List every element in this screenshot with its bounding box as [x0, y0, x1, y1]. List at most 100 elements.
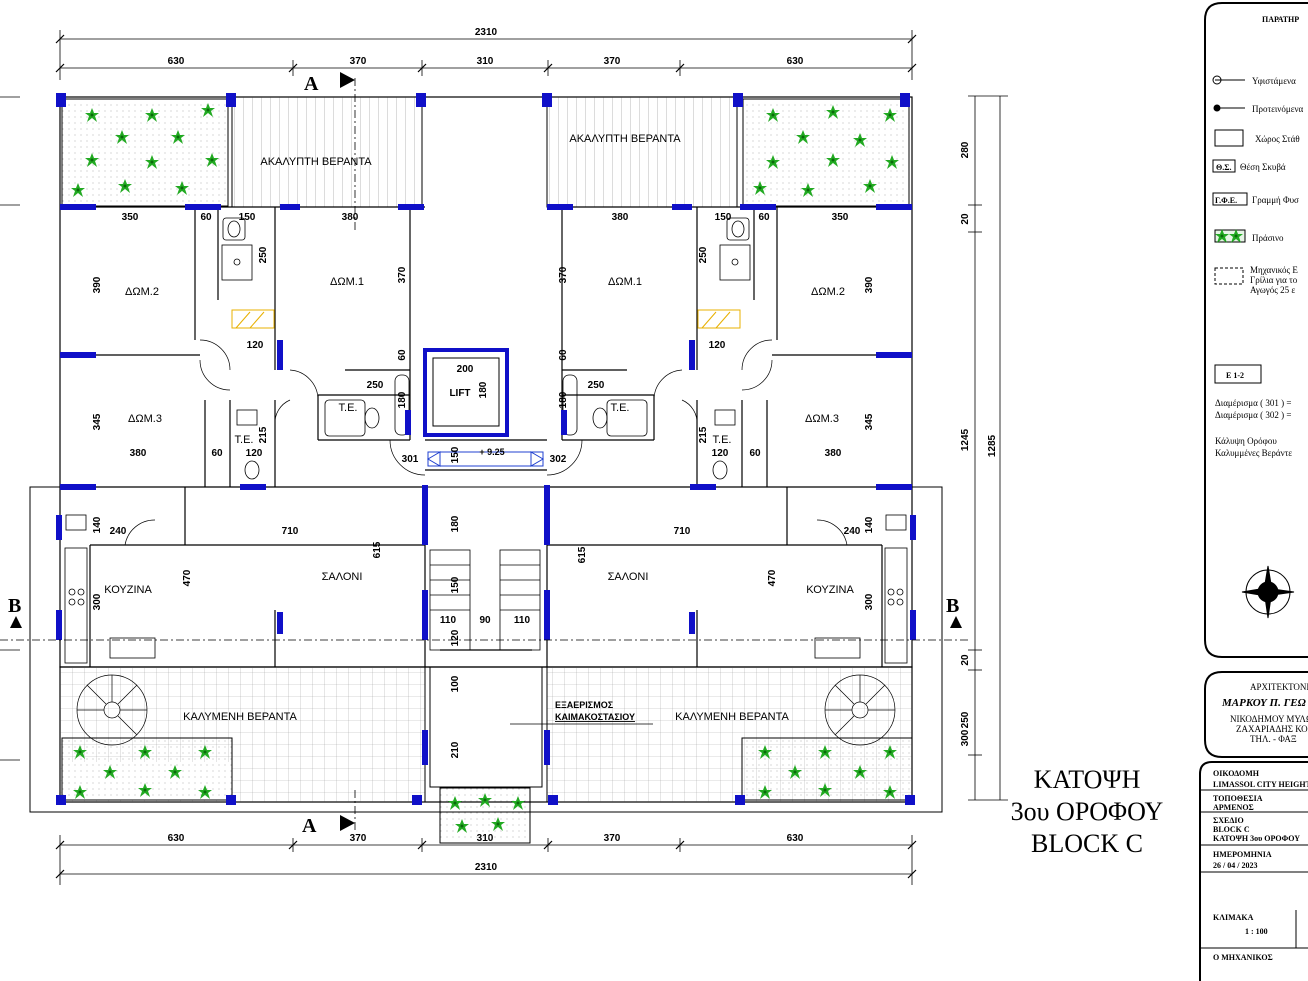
dim-right-6: 300 [960, 729, 971, 746]
room-te1-right: Τ.Ε. [611, 402, 630, 414]
dim-interior-d150a: 150 [239, 212, 256, 223]
interior-dims-vertical: 390 250 370 60 180 180 150 345 215 140 3… [92, 246, 875, 758]
drawing-title-line3: BLOCK C [1031, 829, 1143, 858]
section-a-top: A [304, 73, 319, 95]
legend-mech-1: Μηχανικός Ε [1250, 265, 1298, 275]
dim-interior-d60f: 60 [558, 349, 569, 361]
dim-interior-d110a: 110 [440, 615, 457, 626]
dim-interior-d60c: 60 [397, 349, 408, 361]
dim-interior-d60b: 60 [211, 448, 223, 459]
structural-columns [56, 93, 916, 805]
level-label: + 9.25 [479, 447, 504, 457]
dim-interior-d250d: 250 [588, 380, 605, 391]
room-kitchen-left: ΚΟΥΖΙΝΑ [104, 584, 152, 596]
tb-drawing-value2: ΚΑΤΟΨΗ 3ου ΟΡΟΦΟΥ [1213, 834, 1300, 843]
dim-interior-d240a: 240 [110, 526, 127, 537]
dim-interior-d380b: 380 [130, 448, 147, 459]
section-a-bottom: A [302, 815, 317, 837]
legend-apt-302: Διαμέρισμα ( 302 ) = [1215, 410, 1291, 420]
open-veranda-right-label: ΑΚΑΛΥΠΤΗ ΒΕΡΑΝΤΑ [569, 133, 681, 145]
dim-interior-d150c: 150 [450, 576, 461, 593]
garden-top-right [742, 98, 910, 207]
room-bed3-left: ΔΩΜ.3 [128, 413, 162, 425]
room-te1-left: Τ.Ε. [339, 402, 358, 414]
legend-code-2: Γ.Φ.Ε. [1215, 196, 1237, 205]
dim-interior-d180b: 180 [478, 381, 489, 398]
sanitary-fixtures [64, 217, 908, 664]
section-b-right: B [946, 595, 959, 617]
dim-interior-d150d: 150 [715, 212, 732, 223]
dim-interior-d180a: 180 [397, 391, 408, 408]
legend-code-1: Θ.Σ. [1216, 163, 1231, 172]
lift-shaft [423, 348, 509, 437]
equipment-note-1: ΕΞΑΕΡΙΣΜΟΣ [555, 700, 614, 710]
dim-right-3: 1245 [960, 428, 971, 451]
dim-interior-d90: 90 [479, 615, 491, 626]
dim-interior-d615b: 615 [577, 546, 588, 563]
room-kitchen-right: ΚΟΥΖΙΝΑ [806, 584, 854, 596]
drawing-title-line1: ΚΑΤΟΨΗ [1034, 765, 1141, 794]
dim-interior-d100: 100 [450, 675, 461, 692]
dim-interior-d345a: 345 [92, 413, 103, 430]
dim-interior-d710b: 710 [674, 526, 691, 537]
garden-bottom-right [741, 737, 913, 801]
legend-item-2: Προτεινόμενα [1252, 104, 1304, 114]
dim-interior-d120d: 120 [709, 340, 726, 351]
dim-top-1: 630 [168, 56, 185, 67]
dim-interior-d470a: 470 [182, 569, 193, 586]
dim-interior-d390b: 390 [864, 276, 875, 293]
dim-overall-bottom: 2310 [475, 862, 498, 873]
legend-cover-2: Καλυμμένες Βεράντε [1215, 448, 1292, 458]
tb-scale-label: ΚΛΙΜΑΚΑ [1213, 913, 1254, 922]
spiral-stair-right [824, 674, 896, 746]
dim-interior-d180d: 180 [558, 391, 569, 408]
legend-item-5: Γραμμή Φυσ [1252, 195, 1299, 205]
entry-arrows [427, 451, 544, 467]
section-b-left: B [8, 595, 21, 617]
dim-interior-d210: 210 [450, 741, 461, 758]
garden-top-left [61, 98, 229, 207]
dim-right-5: 250 [960, 711, 971, 728]
door-swings [124, 339, 848, 546]
dim-interior-d120b: 120 [246, 448, 263, 459]
garden-bottom-left [61, 737, 233, 801]
room-bed3-right: ΔΩΜ.3 [805, 413, 839, 425]
apt-302-label: 302 [550, 454, 567, 465]
dim-interior-d615a: 615 [372, 541, 383, 558]
dim-interior-d345b: 345 [864, 413, 875, 430]
legend-zone: Ε 1-2 [1226, 371, 1244, 380]
dim-interior-d215b: 215 [698, 426, 709, 443]
dim-interior-d380d: 380 [825, 448, 842, 459]
room-te2-left: Τ.Ε. [235, 434, 254, 446]
tb-scale-value: 1 : 100 [1245, 927, 1268, 936]
dim-interior-d120a: 120 [247, 340, 264, 351]
dim-interior-d120c: 120 [450, 629, 461, 646]
dim-overall-top: 2310 [475, 27, 498, 38]
dim-bottom-5: 630 [787, 833, 804, 844]
tb-date-label: ΗΜΕΡΟΜΗΝΙΑ [1213, 850, 1272, 859]
room-living-right: ΣΑΛΟΝΙ [608, 571, 649, 583]
dim-interior-d60a: 60 [200, 212, 212, 223]
dim-right-4: 20 [960, 654, 971, 666]
architect-name: ΜΑΡΚΟΥ Π. ΓΕΩ [1221, 697, 1307, 709]
dim-right-2: 20 [960, 213, 971, 225]
interior-dims-horizontal: 350 60 150 380 120 250 380 60 120 200 24… [110, 212, 861, 626]
dimension-ticks [55, 34, 917, 879]
legend-apt-301: Διαμέρισμα ( 301 ) = [1215, 398, 1291, 408]
equipment-note-2: ΚΑΙΜΑΚΟΣΤΑΣΙΟΥ [555, 712, 635, 722]
dim-interior-d180c: 180 [450, 515, 461, 532]
room-te2-right: Τ.Ε. [713, 434, 732, 446]
dim-interior-d390a: 390 [92, 276, 103, 293]
room-bed2-right: ΔΩΜ.2 [811, 286, 845, 298]
dim-interior-d60e: 60 [749, 448, 761, 459]
architect-line-2: ΖΑΧΑΡΙΑΔΗΣ ΚΟΡ [1236, 724, 1308, 734]
lift-car [432, 357, 500, 427]
architect-line-3: ΤΗΛ. - ΦΑΞ [1250, 734, 1297, 744]
dim-interior-d470b: 470 [767, 569, 778, 586]
legend-item-3: Χώρος Στάθ [1255, 134, 1300, 144]
spiral-stair-left [76, 674, 148, 746]
architect-heading: ΑΡΧΙΤΕΚΤΟΝΙΚΟ [1250, 682, 1308, 692]
drawing-title-line2: 3ου ΟΡΟΦΟΥ [1011, 797, 1164, 826]
dim-interior-d140a: 140 [92, 516, 103, 533]
dim-interior-d300a: 300 [92, 593, 103, 610]
